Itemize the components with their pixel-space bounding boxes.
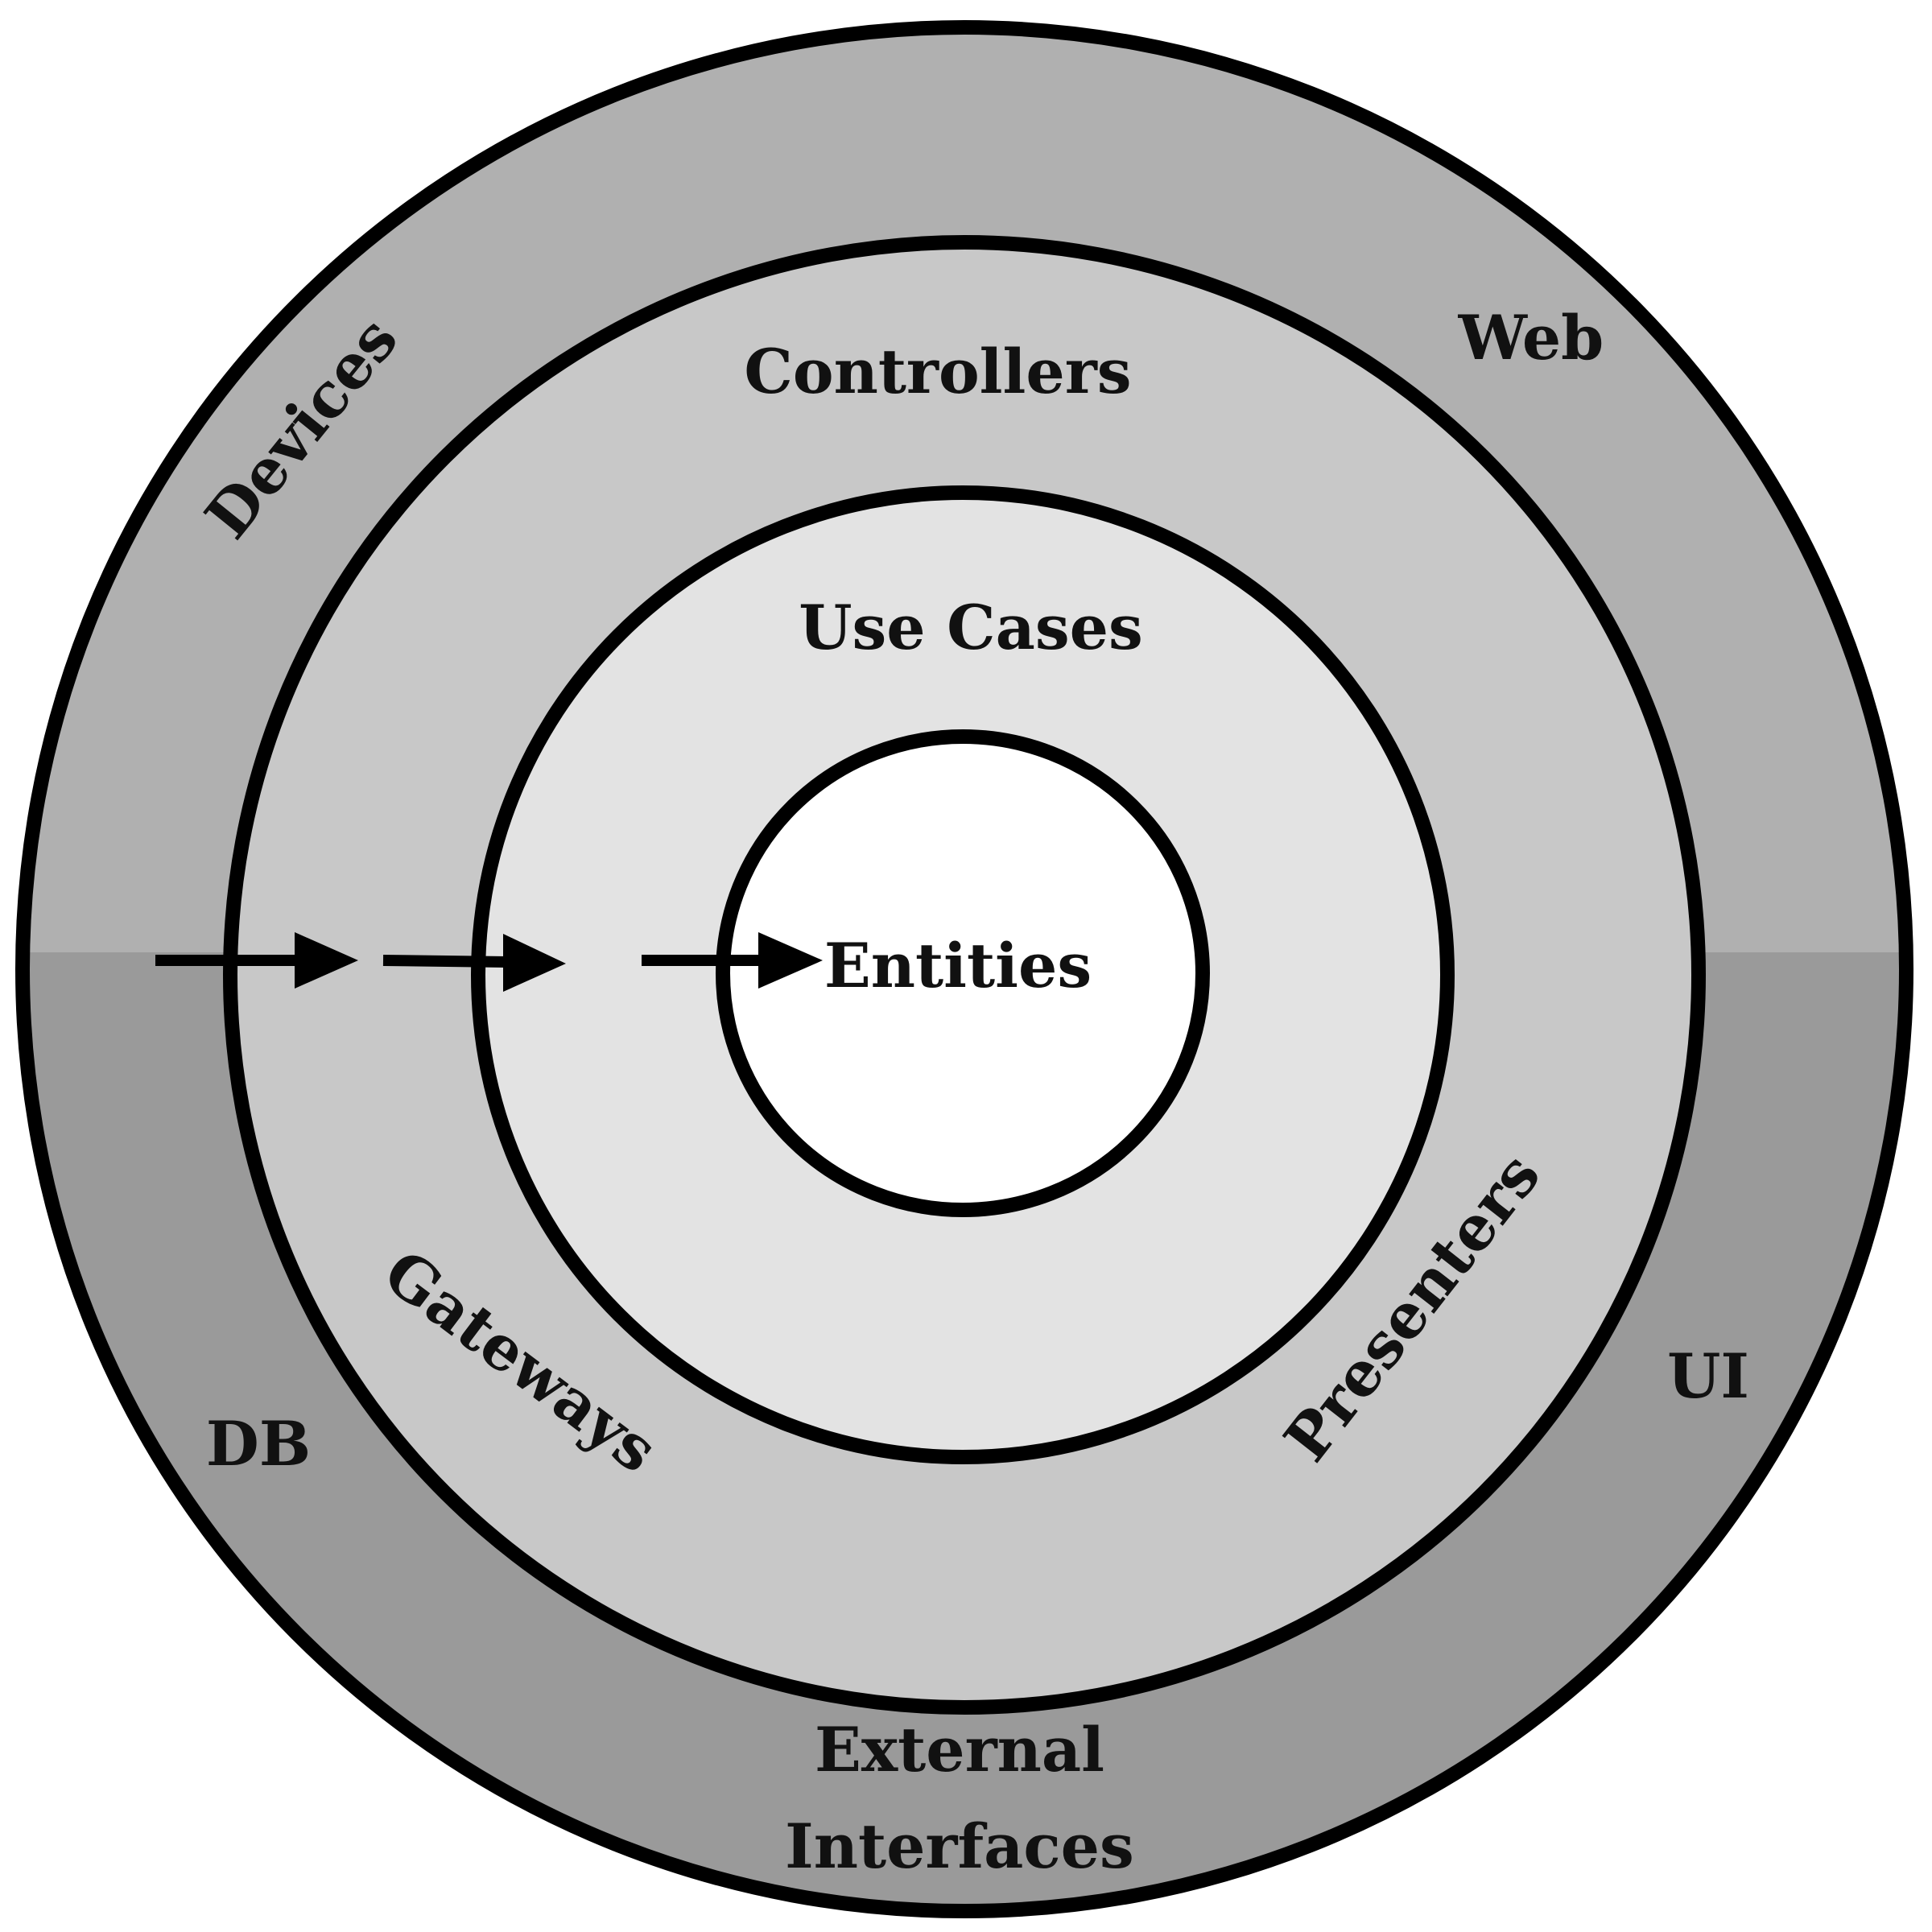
label-controllers: Controllers	[744, 336, 1131, 407]
label-use-cases: Use Cases	[799, 592, 1143, 663]
label-ui: UI	[1667, 1340, 1749, 1412]
dependency-arrow-outer-to-adapters	[155, 932, 358, 989]
label-entities: Entities	[824, 930, 1092, 1001]
outer-layer-border	[15, 20, 1913, 1918]
label-external-line1: External	[815, 1714, 1104, 1785]
label-db: DB	[206, 1408, 311, 1480]
dependency-arrows	[155, 932, 823, 992]
dependency-arrow-usecases-to-entities	[642, 932, 823, 989]
dependency-arrow-adapters-to-usecases	[382, 934, 566, 992]
label-external-line2: Interfaces	[785, 1810, 1134, 1882]
label-web: Web	[1458, 302, 1604, 374]
entities-layer	[716, 729, 1210, 1217]
